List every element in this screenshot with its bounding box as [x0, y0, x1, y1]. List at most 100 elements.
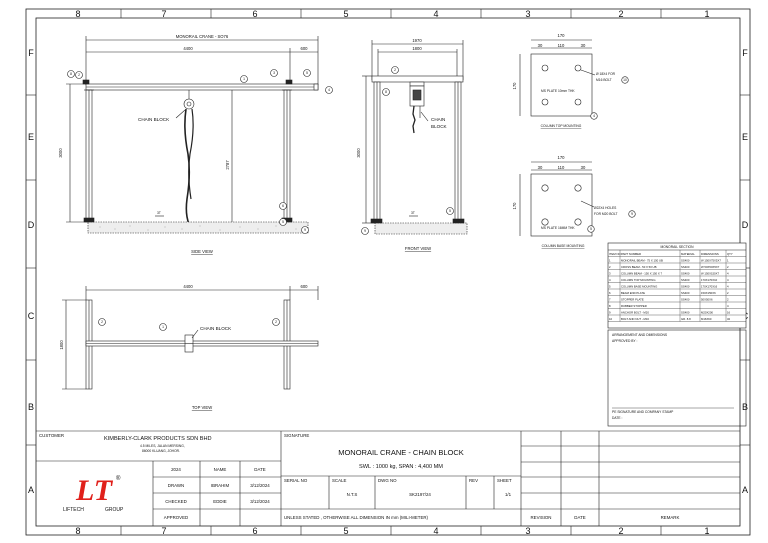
approval-line-2: APPROVED BY : [612, 339, 637, 343]
bom-cell: 16 [727, 310, 731, 314]
top-balloon-2a: 2 [101, 320, 103, 324]
side-balloon-4: 4 [328, 88, 330, 92]
date-header: DATE [254, 467, 265, 472]
bom-header-cell: MATERIAL [681, 252, 695, 256]
drawing-title: MONORAIL CRANE - CHAIN BLOCK [338, 448, 464, 457]
zone-top-2: 2 [618, 9, 623, 19]
zone-top-4: 4 [433, 9, 438, 19]
top-balloon-1: 1 [162, 325, 164, 329]
bom-cell: 4 [727, 278, 729, 282]
bom-cell: COLUMN BEAM - 150 X 150 X 7 [621, 271, 662, 275]
side-chain-block-hoist [183, 98, 195, 110]
name-header: NAME [214, 467, 227, 472]
col-base-hole-balloon: 9 [631, 212, 633, 216]
side-floor-slab [87, 221, 309, 234]
logo-group: GROUP [105, 507, 124, 513]
top-dim-600: 600 [301, 284, 309, 289]
col-top-hole-note: Ø 18X4 FOR [596, 72, 616, 76]
col-base-plate-note: MS PLATE 16MM THK [541, 226, 575, 230]
bom-cell: SS400 [681, 291, 690, 295]
bom-cell: 4 [727, 271, 729, 275]
drawn-name: IBRAHIM [211, 483, 230, 488]
bom-cell: 7 [609, 297, 611, 301]
approval-box: ARRANGEMENT AND DIMENSIONS APPROVED BY :… [607, 329, 747, 427]
bom-cell: SS400 [681, 271, 690, 275]
bom-cell: 170X170X16 [701, 284, 718, 288]
drawing-subtitle: SWL : 1000 kg, SPAN : 4,400 MM [359, 464, 443, 470]
zone-labels-bottom: 8 7 6 5 4 3 2 1 [75, 526, 709, 536]
side-balloon-6: 6 [282, 204, 284, 208]
top-dim-4400: 4400 [183, 284, 193, 289]
col-top-plate-note: MS PLATE 10mm THK [541, 89, 575, 93]
top-view-label: TOP VIEW [192, 405, 212, 410]
bom-cell: 50X50X6 [701, 297, 713, 301]
bom-cell: STOPPER PLATE [621, 297, 644, 301]
zone-top-1: 1 [704, 9, 709, 19]
liftech-logo: LT ® LIFTECH GROUP [63, 474, 124, 513]
col-top-hole-balloon: 10 [623, 78, 627, 82]
bom-cell: 8 [609, 304, 611, 308]
customer-address-2: 86000 KLUANG, JOHOR. [142, 449, 180, 453]
zone-right-E: E [742, 132, 748, 142]
zone-top-5: 5 [343, 9, 348, 19]
top-view: 4400 600 CHAIN BLOCK 1800 TOP VIEW 2 1 2 [59, 284, 319, 410]
col-base-dim-110: 110 [558, 165, 565, 170]
scale-header: SCALE [332, 478, 346, 483]
drawn-label: DRAWN [168, 483, 184, 488]
zone-bottom-2: 2 [618, 526, 623, 536]
front-balloons: 2 8 5 9 [361, 66, 454, 235]
col-top-plate [530, 53, 593, 117]
bom-cell: SS400 [681, 265, 690, 269]
top-dim-1800: 1800 [59, 340, 64, 350]
bom-cell: 6 [609, 291, 611, 295]
zone-left-C: C [28, 311, 35, 321]
rev-date-header: DATE [574, 515, 585, 520]
side-balloon-9: 9 [304, 228, 306, 232]
bom-cell: M16X60 [701, 317, 712, 321]
checked-label: CHECKED [165, 499, 186, 504]
bom-cell: 4 [609, 278, 611, 282]
bom-cell: 4 [727, 304, 729, 308]
side-dim-4400: 4400 [183, 46, 193, 51]
zone-right-F: F [742, 48, 748, 58]
approval-line-1: ARRANGEMENT AND DIMENSIONS [612, 333, 668, 337]
front-balloon-8: 8 [385, 90, 387, 94]
front-balloon-5: 5 [449, 209, 451, 213]
zone-top-6: 6 [252, 9, 257, 19]
bom-cell: M20X200 [701, 310, 713, 314]
bom-cell: 9 [609, 310, 611, 314]
bom-cell: SS400 [681, 258, 690, 262]
bom-cell: W 150X75X5X7 [701, 258, 721, 262]
zone-left-A: A [28, 485, 34, 495]
col-base-plate-balloon: 5 [590, 227, 592, 231]
side-dim-3000: 3000 [58, 148, 63, 158]
bom-cell: 170X170X10 [701, 278, 718, 282]
bom-cell: 2 [727, 297, 729, 301]
checked-name: EDDIE [213, 499, 226, 504]
col-top-hole-note-2: M16 BOLT [596, 78, 612, 82]
zone-bottom-1: 1 [704, 526, 709, 536]
bom-cell: SS400 [681, 284, 690, 288]
year: 2024 [171, 467, 181, 472]
bom-cell: 1 [727, 258, 729, 262]
zone-left-F: F [28, 48, 34, 58]
zone-bottom-5: 5 [343, 526, 348, 536]
col-top-dim-h: 170 [512, 82, 517, 90]
dwg-header: DWG NO [378, 478, 397, 483]
bom-cell: 3 [609, 271, 611, 275]
col-top-dim-30b: 30 [581, 43, 586, 48]
bom-cell: GR. 8.8 [681, 317, 691, 321]
side-view-title: MONORAIL CRANE - SO76 [176, 34, 229, 39]
outer-frame [25, 8, 751, 536]
side-floor-marker: 3T [157, 211, 161, 215]
front-view: 1970 1800 3000 CHAIN BLOCK 3T FRONT VIEW… [356, 38, 468, 251]
front-dim-3000: 3000 [356, 148, 361, 158]
customer-address-1: 4.5 MILES, JALAN MERSING, [140, 444, 185, 448]
side-balloons: 8 2 3 4 5 1 6 5 9 [67, 69, 333, 234]
bom-header-cell: DIMENSIONS [701, 252, 719, 256]
remark-header: REMARK [661, 515, 680, 520]
col-top-hole [541, 64, 549, 72]
sheet-header: SHEET [497, 478, 512, 483]
col-base-hole-note: Ø22X4 HOLES [594, 206, 617, 210]
